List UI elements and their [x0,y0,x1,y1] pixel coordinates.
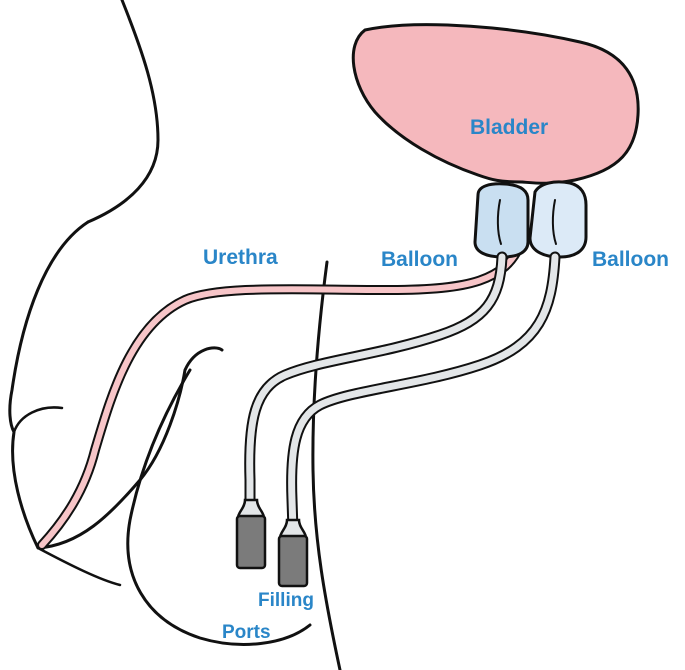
filling-tube-right [286,251,561,536]
balloon-left [473,182,530,259]
port-right [277,534,309,588]
urethra-fill [39,242,523,548]
bladder-label: Bladder [470,116,549,139]
balloon-left-label: Balloon [381,248,458,271]
torso-outline [86,0,160,224]
filling-label: Filling [258,590,314,611]
thigh-outline [311,260,342,670]
port-left [235,514,267,570]
balloon-right-label: Balloon [592,248,669,271]
balloon-right [528,180,588,259]
balloon-right-highlight [551,199,557,245]
scrotum-outline [126,368,312,646]
ports-label: Ports [222,622,271,643]
scrotum-lower-outline [36,546,122,587]
filling-tube-left-fill [246,253,506,514]
bladder [351,23,640,185]
balloon-left-highlight [496,199,502,245]
urethra-label: Urethra [203,246,278,269]
glans-outline [12,406,64,434]
filling-tube-right-fill [288,253,559,534]
